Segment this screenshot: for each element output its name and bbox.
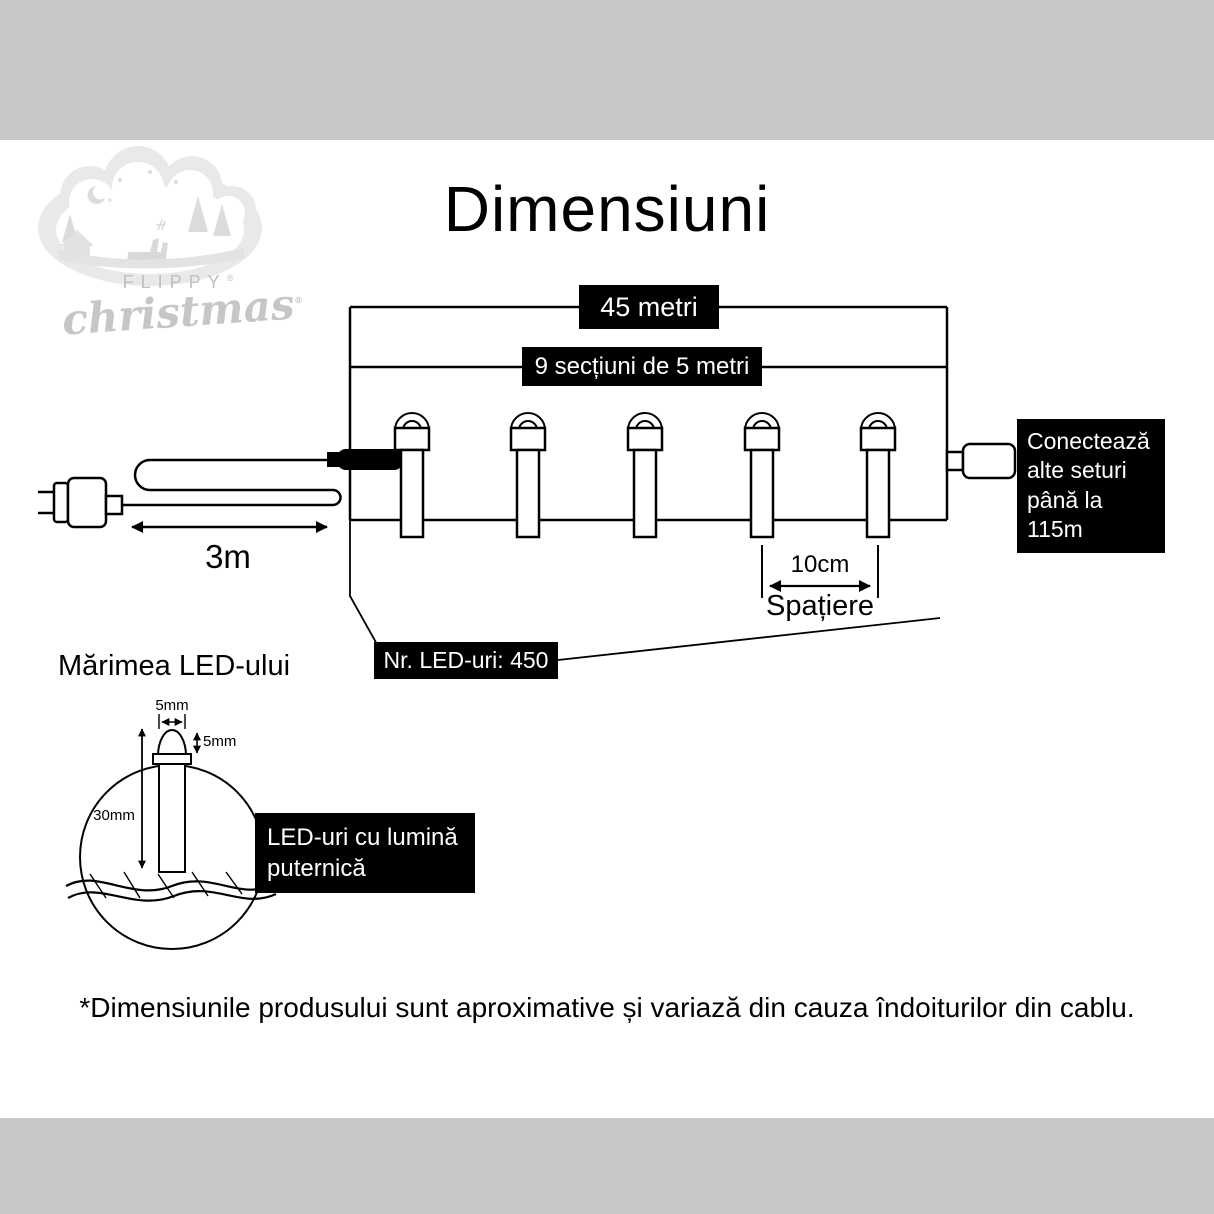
registered-mark: ® (293, 295, 304, 307)
led-bulb-icon (859, 411, 897, 539)
connect-line-3: până la 115m (1027, 486, 1103, 543)
led-dome-height-label: 5mm (203, 733, 237, 750)
trees-icon (62, 196, 231, 242)
led-body-height-label: 30mm (93, 807, 135, 824)
junction-connector-icon (327, 449, 403, 470)
sections-label: 9 secțiuni de 5 metri (522, 347, 762, 386)
bottom-gray-band (0, 1118, 1214, 1214)
led-bulb-icon (509, 411, 547, 539)
moon-and-stars-icon (87, 170, 178, 204)
callout-line-2: puternică (267, 855, 366, 883)
spacing-value-label: 10cm (790, 551, 850, 578)
led-bulb-icon (393, 411, 431, 539)
twisted-wire-icon (65, 871, 277, 902)
callout-line-1: LED-uri cu lumină (267, 824, 458, 851)
connect-line-2: alte seturi (1027, 457, 1127, 484)
lead-length-label: 3m (205, 538, 251, 575)
deer-icon (127, 219, 168, 265)
power-plug-icon (38, 476, 124, 529)
end-connector-icon (945, 442, 1017, 480)
bright-led-callout: LED-uri cu lumină puternică (255, 813, 475, 894)
connect-sets-label: Conectează alte seturi până la 115m (1017, 419, 1165, 553)
registered-mark: ® (226, 273, 234, 283)
led-width-label: 5mm (155, 697, 189, 714)
width-arrow-5mm (158, 714, 186, 729)
disclaimer-text: *Dimensiunile produsului sunt aproximati… (79, 992, 1135, 1023)
top-gray-band (0, 0, 1214, 140)
page-title: Dimensiuni (443, 173, 771, 245)
logo-illustration (38, 146, 262, 286)
led-count-leader-lines (349, 520, 941, 661)
spacing-arrow (761, 545, 879, 598)
total-length-label: 45 metri (579, 285, 719, 329)
led-bulb-icon (626, 411, 664, 539)
lead-wire (120, 458, 342, 507)
led-size-heading: Mărimea LED-ului (58, 650, 291, 682)
led-bulb-icon (743, 411, 781, 539)
connect-line-1: Conectează (1027, 428, 1150, 454)
spacing-label: Spațiere (765, 590, 874, 622)
led-count-label: Nr. LED-uri: 450 (374, 642, 558, 679)
led-size-bulb-icon (152, 729, 192, 873)
logo-brand-name: FLIPPY® (122, 272, 234, 292)
